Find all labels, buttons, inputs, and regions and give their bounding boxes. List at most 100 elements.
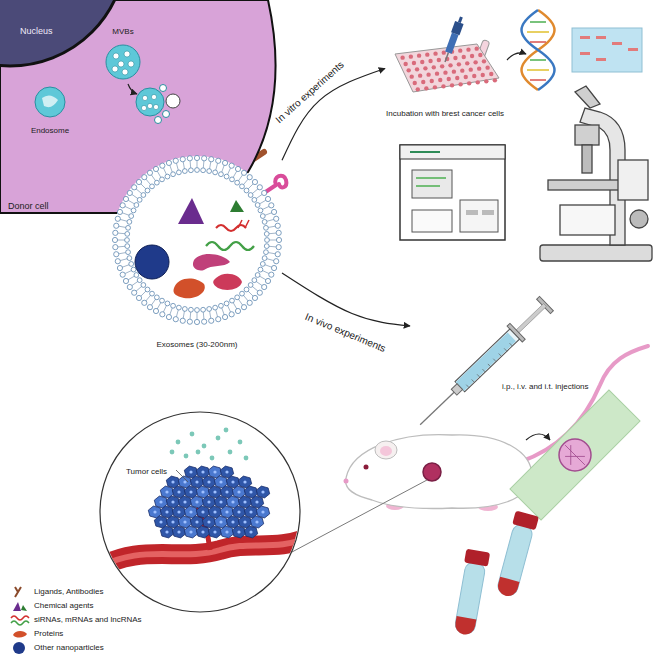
tumor-zoom-shape — [207, 500, 210, 503]
tumor-zoom-shape — [176, 440, 181, 445]
culture-plate-shape — [400, 55, 404, 59]
exosome-shape — [114, 223, 119, 228]
exosome-shape — [210, 311, 211, 319]
culture-plate-shape — [437, 58, 441, 62]
dna-helix — [530, 59, 546, 61]
culture-plate-shape — [433, 51, 437, 55]
exosome-shape — [171, 303, 176, 308]
exosome-shape — [269, 246, 277, 248]
exosome-shape — [255, 273, 260, 278]
culture-plate-shape — [425, 52, 429, 56]
exosome-shape — [125, 238, 130, 243]
exosome-shape — [257, 290, 262, 295]
tumor-zoom-shape — [231, 500, 234, 503]
tumor-zoom-shape — [189, 470, 192, 473]
exosome-shape — [262, 270, 269, 273]
exosome-shape — [256, 194, 263, 199]
legend-sample — [11, 621, 29, 625]
microscope — [618, 160, 648, 200]
tumor-zoom-shape — [202, 444, 207, 449]
exosome-shape — [209, 318, 214, 323]
tumor-zoom-shape — [213, 470, 216, 473]
text-holder: Incubation with brest cancer cells — [385, 102, 505, 120]
tumor-zoom-shape — [201, 470, 204, 473]
tumor-zoom-shape — [231, 520, 234, 523]
syringe-shape — [420, 392, 454, 425]
exosome-shape — [154, 180, 159, 185]
tumor-zoom-shape — [256, 506, 269, 518]
tumor-zoom-shape — [201, 490, 204, 493]
exosome-shape — [262, 190, 267, 195]
exosome-shape — [227, 167, 230, 174]
ligand-symbols — [264, 176, 286, 193]
exosome-shape — [178, 198, 204, 224]
exosome-shape — [244, 287, 249, 292]
exosome-shape — [134, 203, 139, 208]
exosome-shape — [113, 230, 118, 235]
culture-plate-shape — [432, 65, 436, 69]
exosome-shape — [252, 286, 258, 291]
exosome-shape — [128, 200, 135, 204]
culture-plate-shape — [465, 61, 469, 65]
exosome-shape — [271, 209, 276, 214]
tumor-zoom-shape — [249, 530, 252, 533]
tumor-zoom-shape — [177, 490, 180, 493]
syringe-shape — [413, 296, 555, 433]
exosome-shape — [268, 226, 276, 227]
tumor-zoom-shape — [237, 490, 240, 493]
culture-plate-shape — [412, 61, 416, 65]
tumor-zoom-shape — [190, 432, 195, 437]
culture-plate-shape — [443, 70, 447, 74]
culture-plate-shape — [462, 55, 466, 59]
legend-text: Ligands, Antibodies — [34, 587, 103, 596]
exosome-shape — [274, 259, 279, 264]
tumor-zoom-shape — [171, 500, 174, 503]
exosome-shape — [117, 209, 122, 214]
exosome-shape — [135, 245, 169, 279]
text-holder: Nucleus — [20, 20, 80, 38]
tumor-zoom-shape — [165, 530, 168, 533]
exosome-shape — [197, 312, 198, 320]
legend-text: Chemical agents — [34, 601, 94, 610]
exosome-shape — [117, 233, 125, 235]
exosome-shape — [131, 267, 136, 272]
exosome-shape — [201, 168, 206, 173]
exosome-shape — [201, 307, 206, 312]
tumor-zoom-shape — [244, 456, 249, 461]
exosome: Exosomes (30-200nm) — [112, 150, 282, 355]
exosome-shape — [187, 156, 192, 161]
exosome-shape — [252, 189, 258, 194]
exosome-shape — [252, 278, 257, 283]
culture-plate-shape — [445, 53, 448, 62]
exosome-shape — [213, 170, 218, 175]
exosome-shape — [248, 283, 253, 288]
mvb: MVBs — [100, 20, 146, 82]
blood-tube — [496, 577, 520, 599]
exosome-shape — [222, 160, 227, 165]
syringe-shape — [488, 364, 491, 367]
blood-tube — [512, 511, 539, 531]
exosome-shape — [176, 170, 181, 175]
syringe-shape — [410, 300, 610, 430]
exosome-shape — [202, 156, 207, 161]
exosome-shape — [195, 308, 200, 313]
exosome-shape — [160, 163, 165, 168]
exosome-shape — [194, 319, 199, 324]
exosome-shape — [127, 284, 132, 289]
exosome-shape — [247, 300, 252, 305]
culture-plate-shape — [420, 60, 424, 64]
tumor-zoom-shape — [231, 480, 234, 483]
exosome-shape — [173, 278, 204, 298]
dna-helix — [527, 22, 549, 80]
exosome-shape — [153, 308, 158, 313]
mouse — [292, 480, 427, 552]
connector-arrow — [282, 273, 410, 326]
culture-plate-shape — [476, 80, 480, 84]
tumor-zoom-shape — [159, 520, 162, 523]
exosome-shape — [132, 290, 137, 295]
exosome-shape — [276, 245, 281, 250]
culture-plate-shape — [455, 76, 459, 80]
tumor-zoom-shape — [165, 510, 168, 513]
tumor-zoom-shape — [216, 436, 221, 441]
exosome-shape — [176, 305, 181, 310]
